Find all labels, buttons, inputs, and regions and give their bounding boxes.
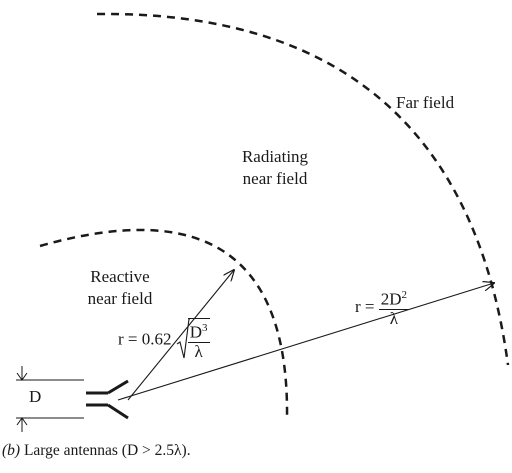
antenna-icon: [86, 379, 129, 420]
far-field-radius-arrow: [117, 283, 494, 401]
reactive-boundary-equation: r = 0.62 D3 λ: [118, 318, 210, 361]
reactive-near-field-label: Reactive near field: [87, 267, 153, 308]
reactive-radius-arrow: [127, 270, 234, 401]
dimension-d-label: D: [29, 387, 42, 406]
far-field-boundary-arc: [96, 12, 510, 366]
radiating-near-field-label: Radiating near field: [241, 147, 309, 188]
dimension-marker: [16, 366, 84, 432]
figure-caption: (b) Large antennas (D > 2.5λ).: [2, 442, 191, 459]
radical-sign: [176, 318, 190, 359]
far-field-label: Far field: [396, 93, 455, 112]
reactive-boundary-arc: [39, 228, 289, 419]
far-field-boundary-equation: r = 2D2 λ: [355, 286, 410, 328]
